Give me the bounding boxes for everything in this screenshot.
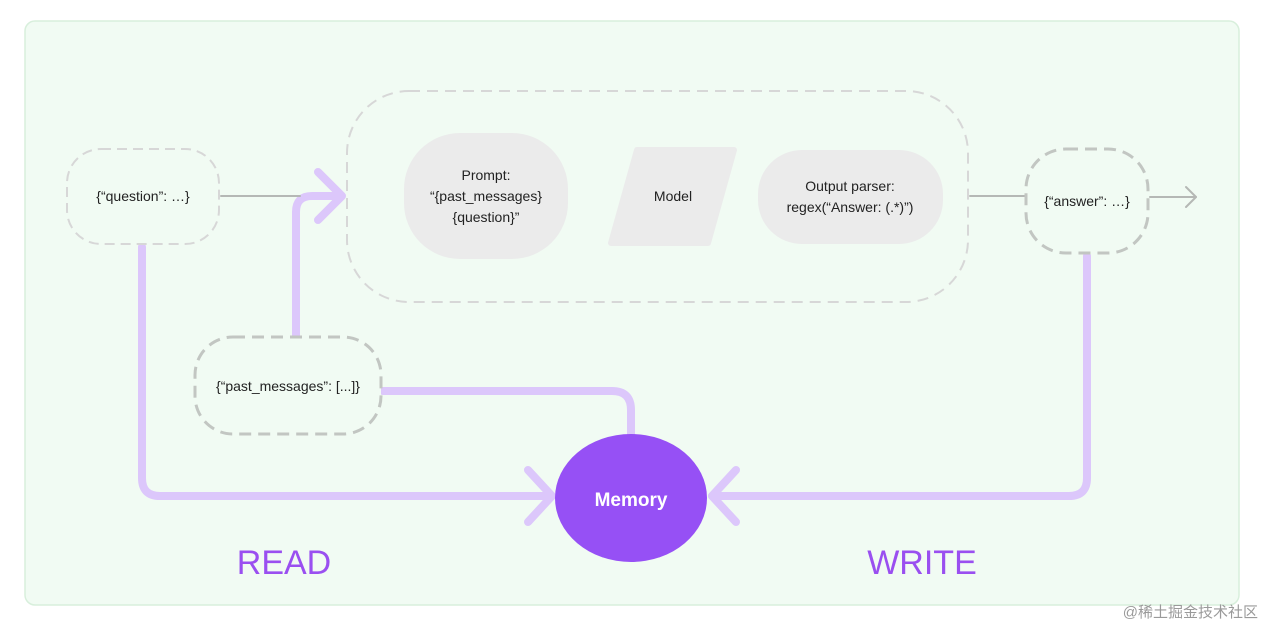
watermark: @稀土掘金技术社区 (1123, 604, 1258, 621)
read-arrowhead (524, 466, 556, 526)
question-input-node (66, 148, 220, 245)
grey-connectors (220, 186, 1197, 208)
memory-to-history-line (379, 387, 635, 440)
model-node (608, 147, 737, 246)
write-arrowhead (708, 466, 740, 526)
memory-node (555, 434, 707, 562)
prompt-label-line-1: Prompt: (461, 167, 510, 183)
write-label: WRITE (867, 544, 977, 582)
output-parser-node (758, 150, 943, 244)
read-question-line (138, 243, 554, 500)
chain-container (346, 90, 969, 303)
output-parser-label-line-2: regex(“Answer: (.*)”) (787, 199, 914, 215)
prompt-node (404, 133, 568, 259)
history-to-prompt-line (292, 192, 344, 341)
read-label: READ (237, 544, 331, 582)
write-answer-line (708, 252, 1091, 500)
question-input-label: {“question”: …} (96, 188, 190, 204)
answer-output-node (1024, 147, 1150, 255)
past-messages-node (193, 335, 383, 436)
past-messages-label: {“past_messages”: [...]} (216, 378, 360, 394)
answer-output-label: {“answer”: …} (1044, 193, 1130, 209)
model-label: Model (654, 188, 692, 204)
prompt-label-line-3: {question}” (453, 209, 520, 225)
diagram-panel (24, 20, 1240, 606)
output-arrowhead (1185, 186, 1197, 208)
memory-label: Memory (595, 490, 668, 511)
output-parser-label-line-1: Output parser: (805, 178, 895, 194)
prompt-label-line-2: “{past_messages} (430, 188, 542, 204)
history-to-prompt-arrowhead (314, 168, 346, 224)
purple-connectors (138, 168, 1091, 526)
